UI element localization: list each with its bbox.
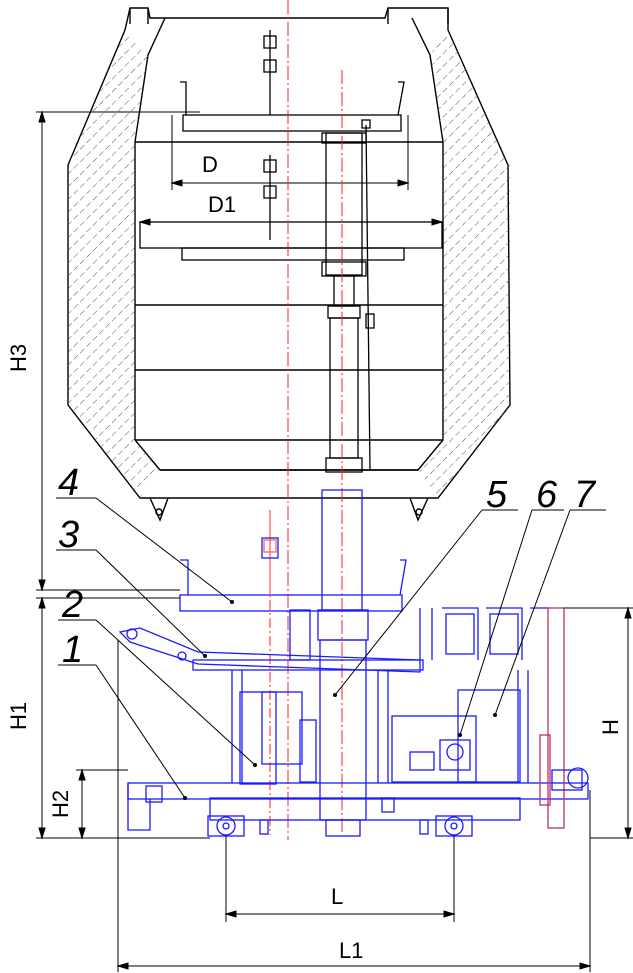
callout-dots bbox=[183, 600, 497, 800]
callout-7: 7 bbox=[574, 474, 597, 516]
refractory-wall-right bbox=[418, 30, 510, 498]
dim-label-d: D bbox=[202, 152, 218, 177]
callout-2: 2 bbox=[61, 584, 83, 626]
dimension-lines bbox=[36, 110, 633, 972]
dim-label-h1: H1 bbox=[6, 702, 31, 730]
callout-5: 5 bbox=[486, 474, 508, 516]
callout-4: 4 bbox=[58, 462, 79, 504]
dimension-d1 bbox=[138, 218, 444, 226]
callout-3: 3 bbox=[58, 514, 79, 556]
dim-label-l1: L1 bbox=[339, 938, 363, 963]
dim-label-h3: H3 bbox=[6, 344, 31, 372]
dim-label-l: L bbox=[331, 884, 343, 909]
dimension-d bbox=[170, 115, 410, 190]
dim-label-h2: H2 bbox=[48, 790, 73, 818]
callout-6: 6 bbox=[536, 474, 558, 516]
carriage-equipment bbox=[118, 489, 589, 837]
dim-label-h: H bbox=[598, 719, 623, 735]
dim-label-d1: D1 bbox=[208, 192, 236, 217]
callout-1: 1 bbox=[62, 629, 83, 671]
refractory-wall-left bbox=[68, 30, 160, 498]
inner-stopper-assembly bbox=[139, 30, 443, 473]
callout-leaders bbox=[56, 497, 606, 799]
